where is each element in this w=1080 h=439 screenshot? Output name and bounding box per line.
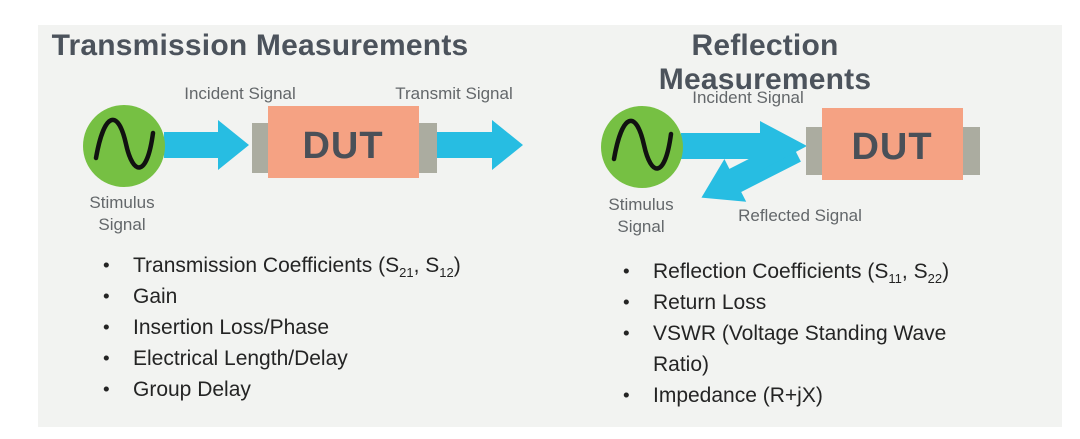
incident-signal-label: Incident Signal [184,84,296,103]
dut-connector-right [419,123,437,173]
dut-box [822,108,963,180]
transmission-title: Transmission Measurements [51,29,469,62]
bullet-item: Reflection Coefficients (S11, S22) [615,256,1005,287]
transmission-list: Transmission Coefficients (S21, S12)Gain… [95,250,540,405]
bullet-item: Impedance (R+jX) [615,380,1005,411]
bullet-item: Gain [95,281,540,312]
incident-signal-label: Incident Signal [692,88,804,107]
bullet-item: VSWR (Voltage Standing Wave Ratio) [615,318,1005,380]
transmission-diagram: DUT Incident Signal Transmit Signal Stim… [83,84,523,234]
dut-box [268,106,419,178]
reflection-title: Reflection Measurements [658,29,872,96]
stimulus-signal-label-line1: Stimulus [89,193,154,212]
reflection-diagram: DUT Incident Signal Reflected Signal Sti… [601,88,980,236]
bullet-item: Group Delay [95,374,540,405]
transmit-signal-label: Transmit Signal [395,84,512,103]
dut-label: DUT [851,126,932,168]
dut-connector-left [806,127,824,175]
dut-connector-right [963,127,980,175]
bullet-item: Transmission Coefficients (S21, S12) [95,250,540,281]
bullet-item: Electrical Length/Delay [95,343,540,374]
stimulus-signal-label-line2: Signal [617,217,664,236]
stimulus-signal-label-line2: Signal [98,215,145,234]
incident-arrow [164,120,249,170]
dut-connector-left [252,123,272,173]
bullet-item: Return Loss [615,287,1005,318]
sine-wave-icon [611,118,674,171]
dut-label: DUT [302,125,383,167]
bullet-item: Insertion Loss/Phase [95,312,540,343]
sine-wave-icon [93,117,156,170]
reflection-list: Reflection Coefficients (S11, S22)Return… [615,256,1005,411]
incident-arrow [681,121,807,171]
transmit-arrow [437,120,523,170]
reflected-signal-label: Reflected Signal [738,206,862,225]
stimulus-signal-label-line1: Stimulus [608,195,673,214]
